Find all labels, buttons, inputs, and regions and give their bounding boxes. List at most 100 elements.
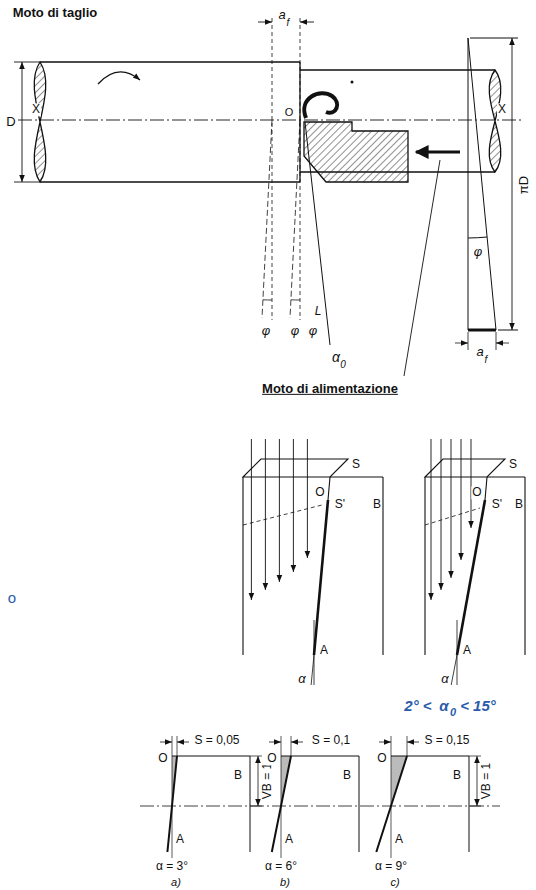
axis-line <box>140 806 500 807</box>
point-label: B <box>514 498 524 511</box>
point-label: S' <box>334 498 346 511</box>
dimension-label: πD <box>517 175 531 195</box>
wear-profile <box>291 742 303 743</box>
helix-lines <box>272 18 300 320</box>
point-label: O <box>266 752 277 765</box>
wear-profile <box>269 742 281 743</box>
clearance-block <box>425 508 480 525</box>
dimension-line <box>258 22 272 23</box>
point-label: B <box>372 498 382 511</box>
clearance-block <box>251 439 252 600</box>
workpiece <box>40 62 300 182</box>
subscript: f <box>286 17 291 28</box>
angle-label: φ <box>290 324 300 338</box>
dimension-label: S = 0,1 <box>311 734 351 747</box>
point-label: B <box>452 769 462 782</box>
wear-profile <box>160 736 262 858</box>
wear-profile <box>172 756 250 852</box>
clearance-block <box>265 439 266 590</box>
clearance-block <box>293 439 294 572</box>
point-label: B <box>233 769 243 782</box>
caption-label: Moto di alimentazione <box>261 382 399 396</box>
clearance-block <box>311 620 314 685</box>
helix-lines <box>262 120 300 318</box>
clearance-block <box>431 439 432 600</box>
subscript: f <box>484 354 489 365</box>
chip <box>351 81 354 84</box>
angle-label: φ <box>261 324 271 338</box>
wear-profile <box>376 756 407 852</box>
wear-profile <box>391 736 407 858</box>
cutting-tool <box>304 122 408 182</box>
axis-line <box>140 806 500 807</box>
point-label: S <box>508 458 518 471</box>
clearance-block <box>461 439 462 560</box>
helix-lines <box>291 299 300 300</box>
development-triangle <box>468 237 487 238</box>
clearance-block <box>485 477 487 500</box>
rotation-arrow <box>98 72 140 84</box>
development-triangle <box>512 38 513 330</box>
development-triangle <box>496 343 509 344</box>
wear-profile <box>281 756 359 852</box>
dimension-label: VB = 1 <box>261 762 274 800</box>
rotation-arrow <box>98 72 140 84</box>
clearance-block <box>251 439 307 600</box>
development-triangle <box>468 38 496 330</box>
angle-label: φ <box>308 324 318 338</box>
axis-label: X <box>31 103 41 116</box>
clearance-block <box>425 439 525 685</box>
feed-arrow <box>416 152 460 153</box>
angle-label: α <box>297 672 306 686</box>
clearance-block <box>307 439 308 558</box>
leader-line <box>404 160 440 376</box>
point-label: S <box>351 458 361 471</box>
figure-letter: a) <box>170 876 182 888</box>
workpiece <box>34 62 46 182</box>
angle-label: α = 6° <box>264 860 298 873</box>
development-triangle <box>455 38 518 350</box>
chip <box>304 93 337 118</box>
axis-line <box>18 120 522 121</box>
range-note: α <box>438 698 449 715</box>
angle-label: α = 3° <box>155 860 189 873</box>
dimension-line <box>300 22 314 23</box>
point-label: A <box>284 833 294 846</box>
wear-profile <box>407 742 419 743</box>
clearance-block <box>425 477 525 655</box>
workpiece <box>489 70 501 172</box>
development-triangle <box>468 329 496 332</box>
chip <box>304 81 353 119</box>
dimension-label: VB = 1 <box>480 762 493 800</box>
helix-lines <box>263 299 272 300</box>
dimension-label: S = 0,05 <box>193 734 240 747</box>
axis-label: X <box>497 103 507 116</box>
wear-profile <box>376 736 481 858</box>
range-note: 2° < <box>403 698 432 715</box>
point-label: O <box>471 486 482 499</box>
figure-letter: b) <box>279 876 291 888</box>
wear-profile <box>177 742 189 743</box>
wear-profile <box>160 742 172 743</box>
clearance-block <box>328 477 330 500</box>
dimension-line <box>14 62 40 182</box>
development-triangle <box>470 38 518 330</box>
wear-profile <box>379 742 391 743</box>
dimension-label: D <box>5 115 16 129</box>
subscript: 0 <box>449 706 457 718</box>
clearance-block <box>431 439 471 600</box>
point-label: A <box>394 833 404 846</box>
clearance-block <box>471 439 472 528</box>
point-label: A <box>175 833 185 846</box>
cutting-tool <box>304 122 408 182</box>
feed-arrow <box>416 151 460 154</box>
wear-profile <box>477 756 478 806</box>
helix-lines <box>305 122 330 345</box>
dimension-line <box>22 62 23 182</box>
caption-label: Moto di taglio <box>12 6 98 20</box>
wear-profile <box>250 756 262 806</box>
clearance-block <box>425 459 505 477</box>
clearance-block <box>279 439 280 582</box>
